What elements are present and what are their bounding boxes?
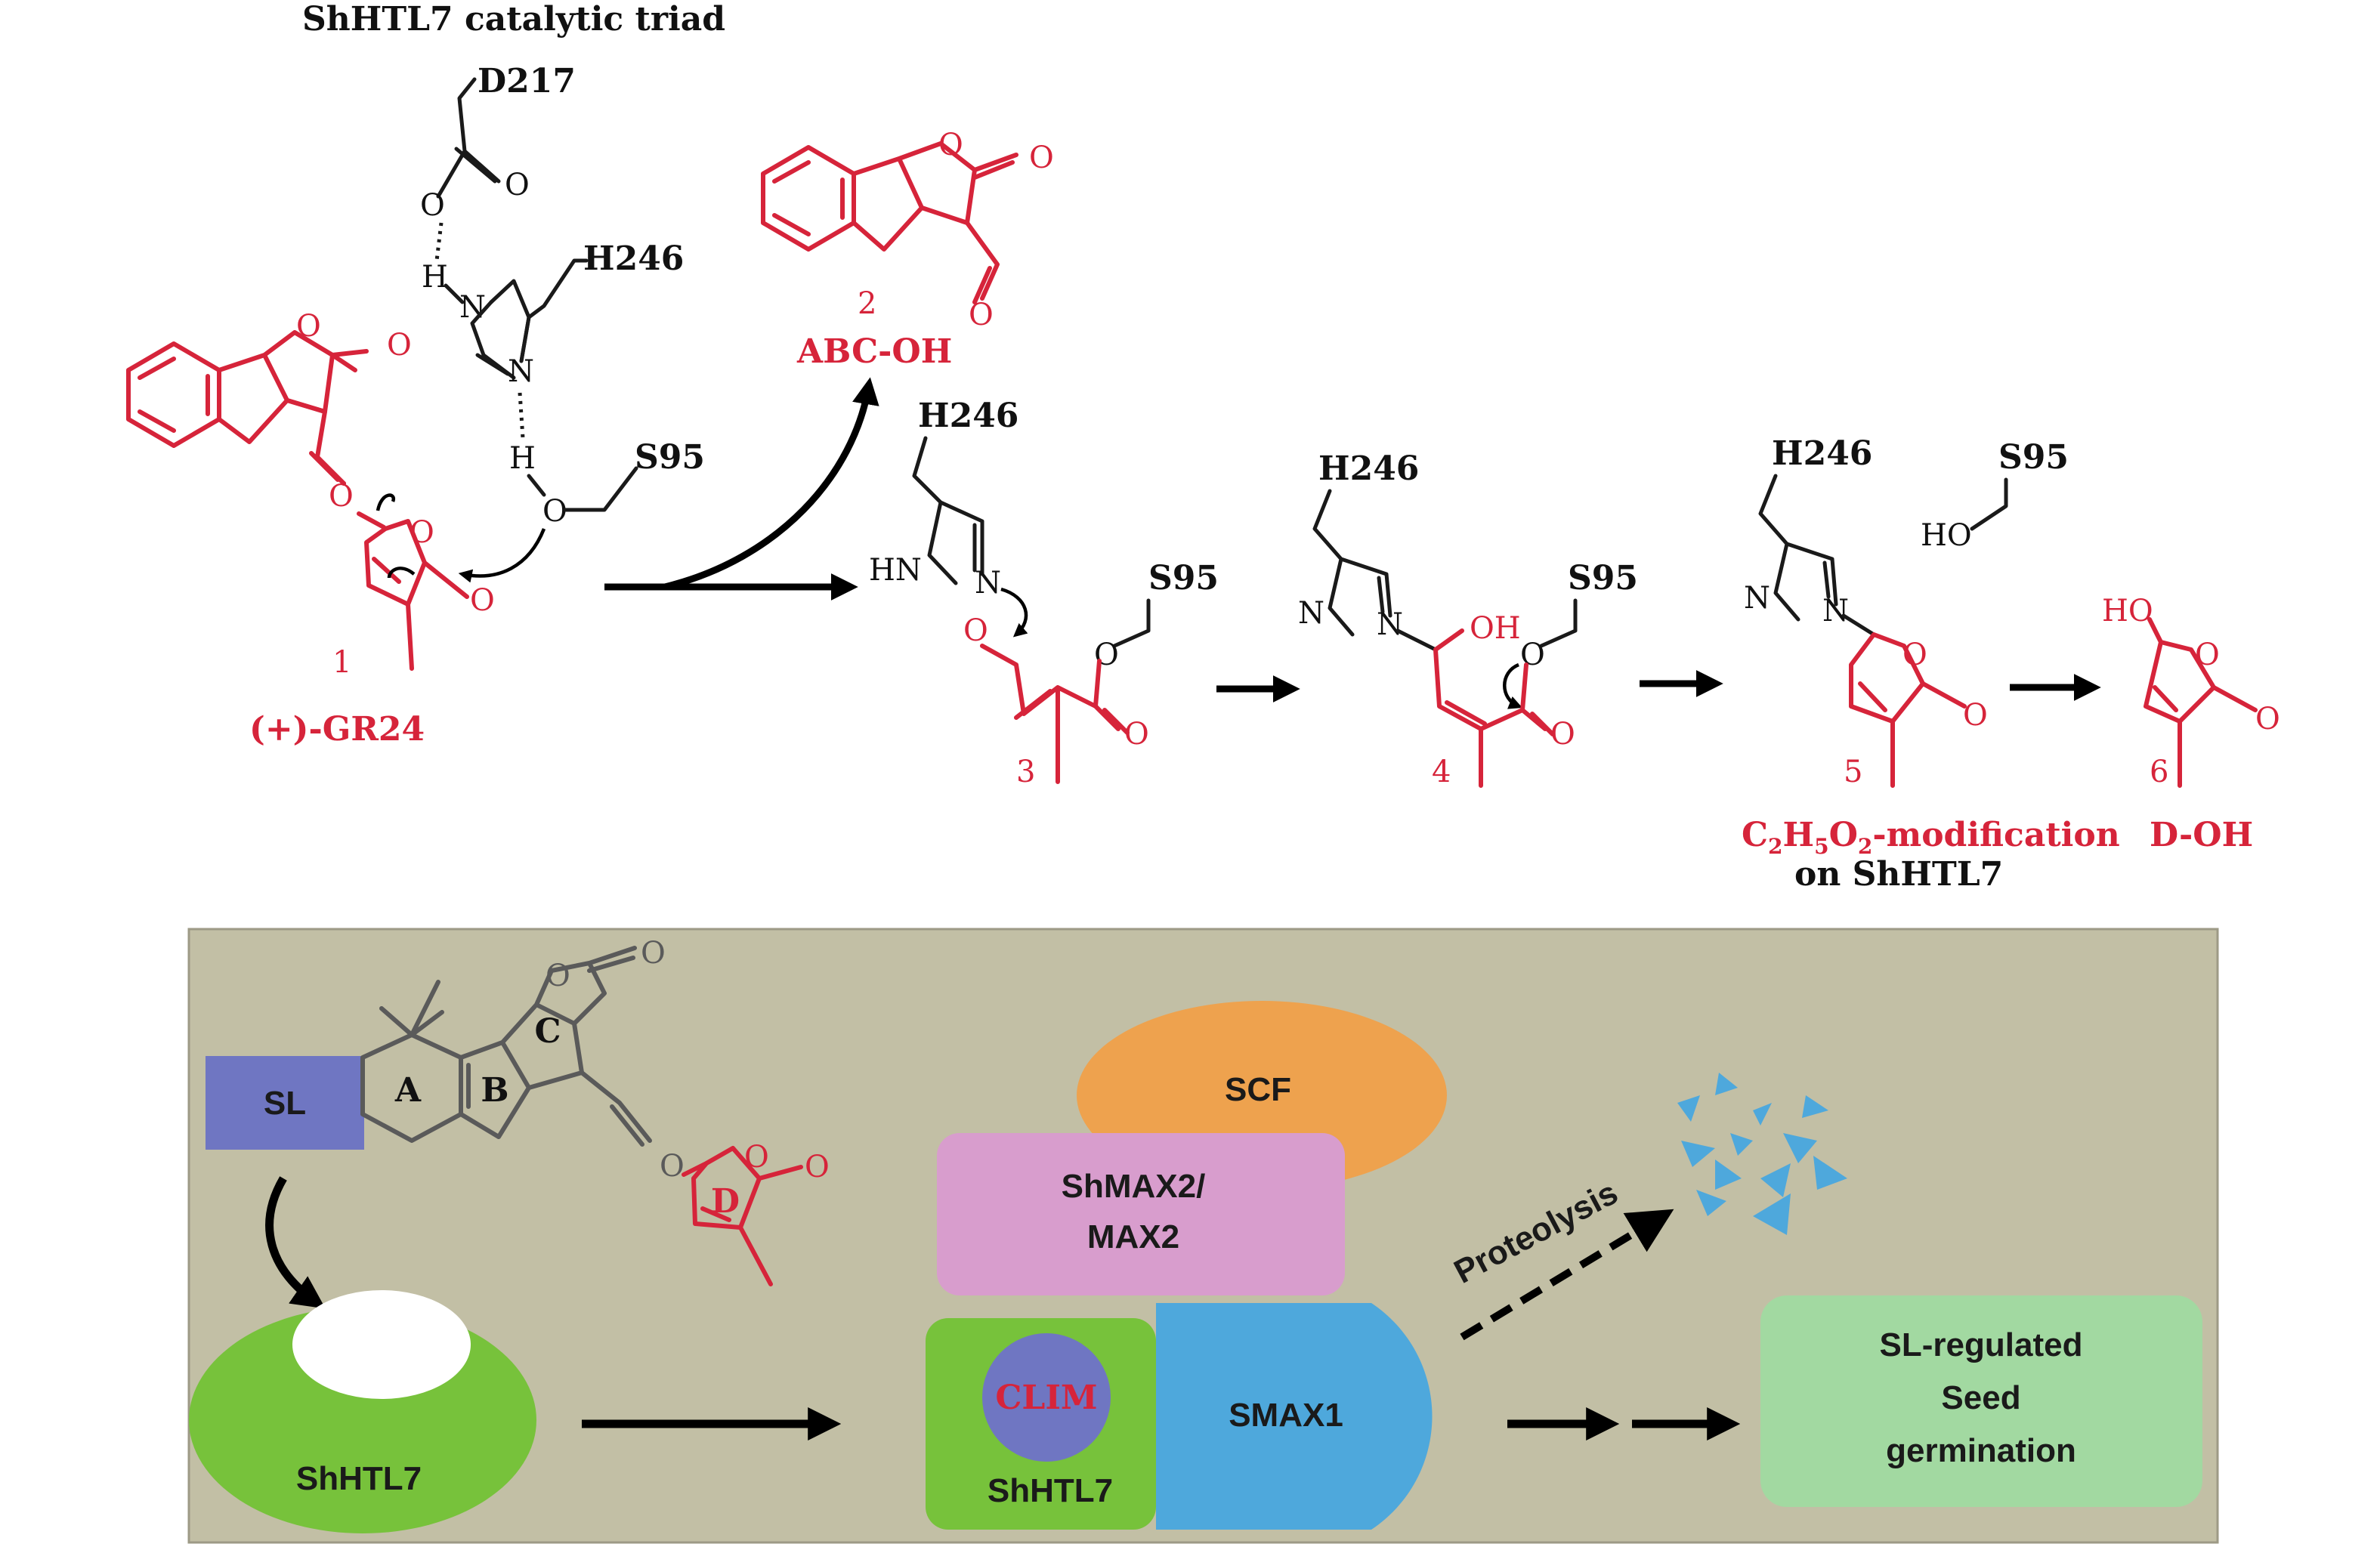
compound-6-name: D-OH (2150, 816, 2253, 854)
smax1-label: SMAX1 (1229, 1397, 1343, 1434)
gr24-enol-ether-o: O (329, 479, 354, 514)
ring-label-b: B (481, 1071, 508, 1110)
compound-3-hn: HN (869, 553, 922, 588)
d-oh-carbonyl-o: O (2255, 702, 2280, 736)
sl-d-ring-o: O (744, 1140, 769, 1175)
compound-5-number: 5 (1844, 755, 1862, 789)
h246-n3: N (508, 354, 534, 389)
h246-nh-hydrogen: H (422, 260, 448, 295)
h246-n1: N (459, 290, 486, 325)
s95-label-4: S95 (1568, 559, 1638, 597)
compound-2-name: ABC-OH (796, 332, 952, 371)
d217-hydroxyl-o: O (420, 188, 445, 223)
s95-oxygen: O (542, 494, 567, 529)
gr24-lactone-o: O (296, 309, 321, 344)
d-oh-ring-o: O (2195, 638, 2220, 672)
compound-4-number: 4 (1432, 755, 1451, 789)
h246-label-top: H246 (583, 239, 684, 278)
compound-5-n1: N (1744, 581, 1770, 616)
proteolysis-arrow (1460, 1209, 1674, 1341)
s95-label-3: S95 (1148, 559, 1219, 597)
outcome-line2: Seed (1941, 1379, 2020, 1416)
shhtl7-binding-pocket (292, 1290, 471, 1399)
compound-6-number: 6 (2150, 755, 2168, 789)
h246-label-3: H246 (918, 397, 1018, 435)
h246-label-4: H246 (1318, 449, 1419, 488)
shmax2-label-line1: ShMAX2/ (1062, 1168, 1206, 1205)
d217-residue: D217 O O (420, 62, 576, 261)
abc-oh-structure: O O O 2 ABC-OH (761, 128, 1054, 371)
compound-4-carbonyl-o: O (1550, 717, 1575, 752)
compound-5-name: C2H5O2-modification (1742, 816, 2120, 859)
branch-arrow-abc-oh (663, 377, 879, 591)
degraded-fragments (1677, 1073, 1847, 1235)
catalytic-triad-title: ShHTL7 catalytic triad (302, 0, 725, 39)
outcome-line3: germination (1886, 1432, 2076, 1469)
ring-label-a: A (394, 1071, 422, 1110)
compound-1-number: 1 (332, 645, 351, 680)
compound-3-carbonyl-o: O (1124, 717, 1149, 752)
abc-oh-carbonyl-o: O (1029, 140, 1054, 175)
d217-label: D217 (478, 62, 576, 100)
clim-label: CLIM (995, 1379, 1097, 1417)
compound-4-n3: N (1377, 607, 1403, 642)
outcome-line1: SL-regulated (1880, 1326, 2083, 1363)
compound-1-name: (+)-GR24 (249, 710, 425, 749)
compound-4-hydroxyl: OH (1470, 611, 1521, 646)
sl-c-carbonyl-o: O (641, 936, 666, 971)
compound-5-ring-o: O (1902, 638, 1927, 672)
h246-imidazole: H H246 N N H O S95 (422, 239, 705, 529)
compound-5-structure: H246 S95 HO N N O O 5 C2H5O2-modificatio… (1742, 434, 2120, 894)
sl-c-ring-o: O (546, 959, 570, 993)
sl-label: SL (264, 1085, 306, 1122)
signalling-pathway-panel: SL ShHTL7 O O O O O A B C D SCF (187, 928, 2219, 1544)
compound-3-number: 3 (1016, 755, 1035, 789)
shmax2-label-line2: MAX2 (1087, 1218, 1179, 1255)
gr24-structure: O O O O O 1 (+)-GR24 (126, 309, 546, 749)
s95-label-5: S95 (1998, 438, 2069, 477)
compound-5-carbonyl-o: O (1963, 698, 1988, 733)
compound-3-structure: H246 HN N S95 O O O 3 (869, 397, 1219, 789)
shmax2-box (937, 1133, 1345, 1295)
smax1-protein (1156, 1303, 1433, 1530)
reaction-mechanism-panel: ShHTL7 catalytic triad D217 O O H H246 N… (126, 0, 2280, 894)
s95-hydroxyl-hydrogen: H (509, 441, 536, 476)
compound-5-n3: N (1822, 594, 1849, 628)
d217-carbonyl-o: O (505, 168, 530, 202)
shhtl7-complex-label: ShHTL7 (988, 1472, 1113, 1509)
ring-label-c: C (534, 1012, 561, 1051)
clim-ligand (982, 1333, 1111, 1462)
abc-oh-ring-o: O (938, 128, 963, 162)
compound-4-structure: H246 N N OH S95 O O 4 (1298, 449, 1638, 789)
compound-2-number: 2 (858, 286, 876, 321)
ring-label-d: D (711, 1182, 740, 1221)
compound-5-serine-ho: HO (1921, 518, 1972, 553)
scf-label: SCF (1225, 1071, 1291, 1108)
compound-3-n: N (975, 566, 1001, 601)
gr24-carbonyl-o: O (387, 328, 412, 363)
h246-label-5: H246 (1772, 434, 1872, 473)
seed-germination-box (1760, 1295, 2202, 1507)
compound-5-name-line2: on ShHTL7 (1794, 855, 2003, 894)
compound-4-n1: N (1298, 596, 1324, 631)
strigolactone-structure: O O O O O A B C D (360, 936, 830, 1286)
gr24-dring-o: O (410, 515, 434, 550)
sl-to-shhtl7-arrow (265, 1176, 326, 1309)
d-oh-hydroxyl: HO (2102, 594, 2153, 628)
shhtl7-label: ShHTL7 (296, 1460, 422, 1497)
sl-box (206, 1056, 364, 1150)
s95-label-1: S95 (635, 438, 705, 477)
d-oh-structure: HO O O 6 D-OH (2102, 594, 2280, 854)
abc-oh-aldehyde-o: O (969, 298, 994, 332)
sl-enol-ether-o: O (660, 1149, 685, 1184)
gr24-dring-carbonyl-o: O (470, 583, 495, 618)
compound-3-aldehyde-o: O (963, 613, 988, 648)
sl-d-carbonyl-o: O (805, 1150, 830, 1184)
